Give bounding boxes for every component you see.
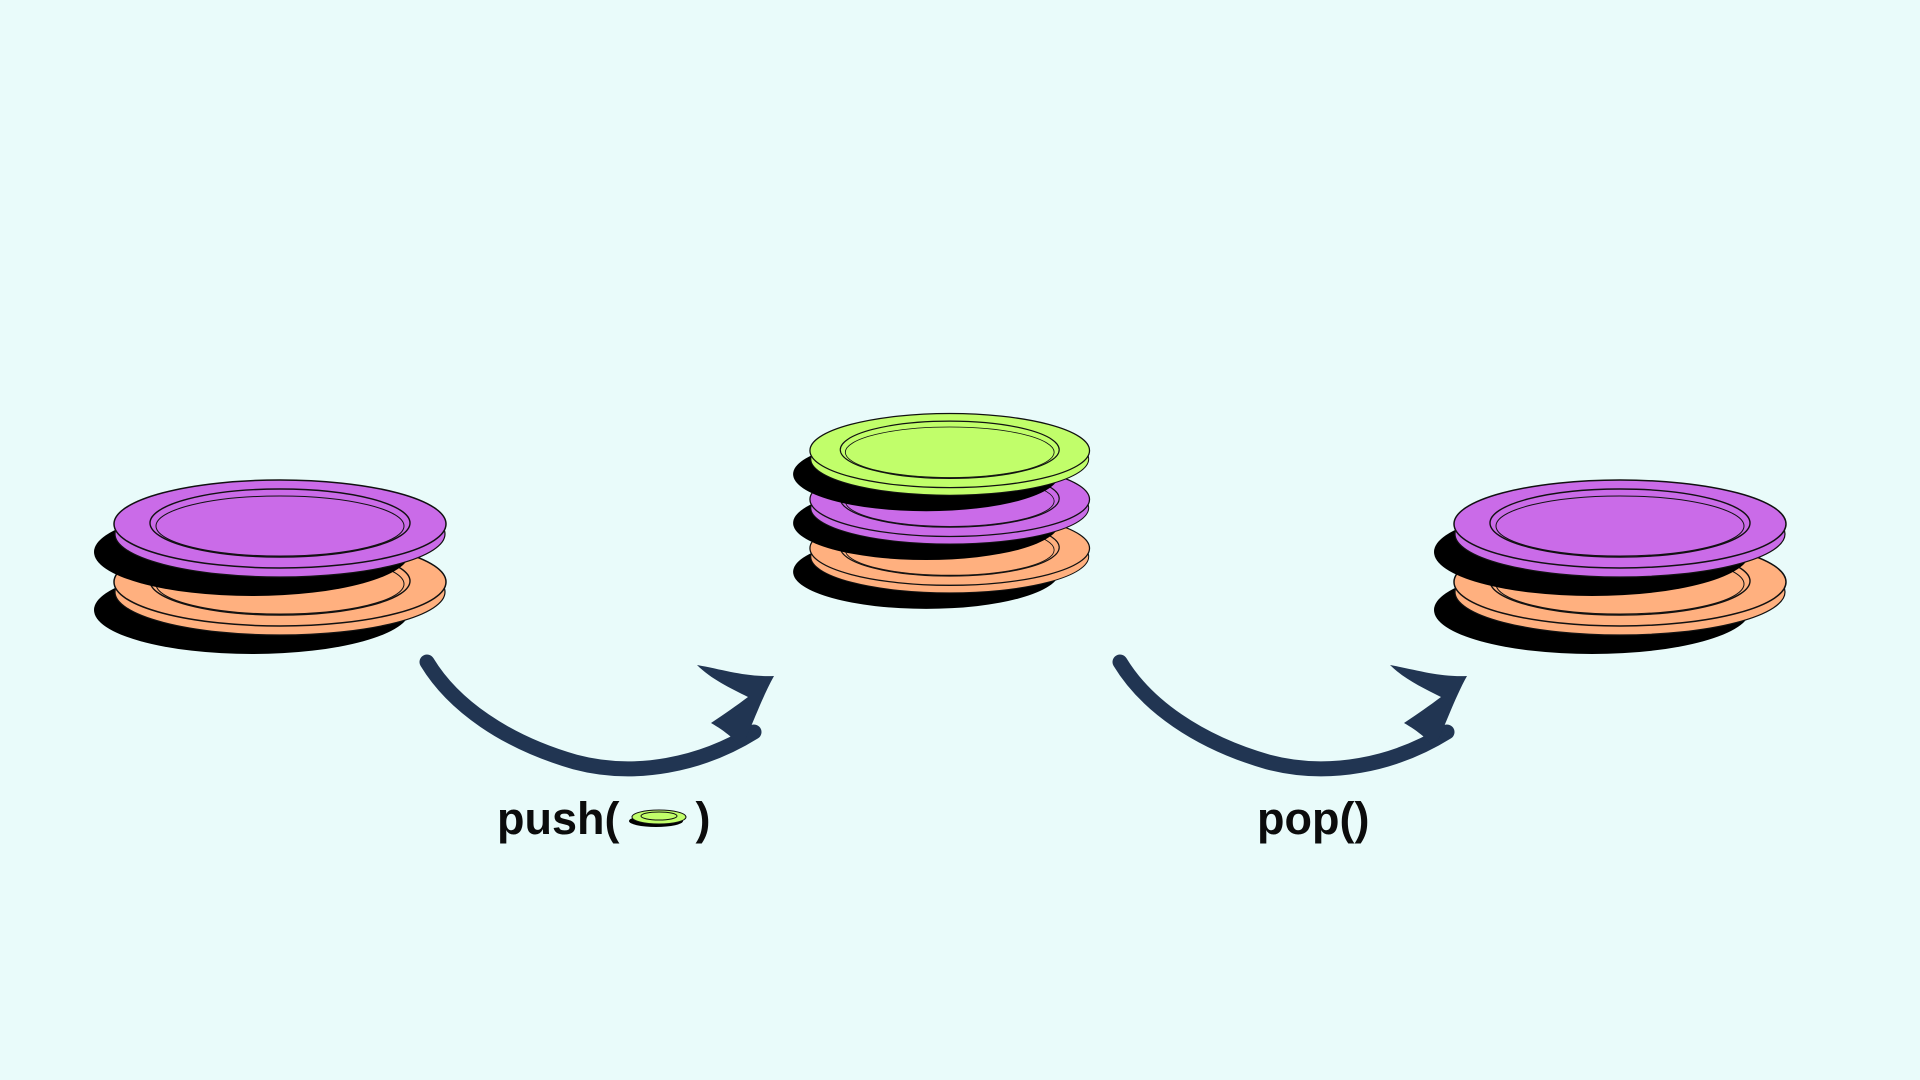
green-plate-icon xyxy=(627,807,689,829)
pop-arrow-shaft xyxy=(1112,654,1455,777)
mini-plate-well xyxy=(640,811,678,821)
plate-stack-after xyxy=(1434,420,1860,740)
push-label-prefix: push( xyxy=(497,792,620,844)
purple-plate-inner-rim xyxy=(1489,488,1751,558)
push-arrow-shaft xyxy=(419,654,762,777)
pop-arrow xyxy=(1108,650,1498,795)
purple-plate-well xyxy=(1495,495,1745,557)
green-plate-inner-rim xyxy=(839,420,1060,479)
plate-stack-middle xyxy=(765,363,1185,683)
push-arrow-head xyxy=(697,665,774,748)
green-plate-well xyxy=(844,426,1055,478)
push-arrow xyxy=(415,650,805,795)
push-operation-label: push( ) xyxy=(497,788,710,848)
purple-plate xyxy=(1434,479,1787,596)
purple-plate-well xyxy=(155,495,405,557)
purple-plate-inner-rim xyxy=(149,488,411,558)
purple-plate xyxy=(94,479,447,596)
green-plate xyxy=(793,412,1091,512)
plate-stack-before xyxy=(94,420,520,740)
push-label-suffix: ) xyxy=(695,792,711,844)
pop-arrow-head xyxy=(1390,665,1467,748)
pop-operation-label: pop() xyxy=(1257,792,1370,844)
